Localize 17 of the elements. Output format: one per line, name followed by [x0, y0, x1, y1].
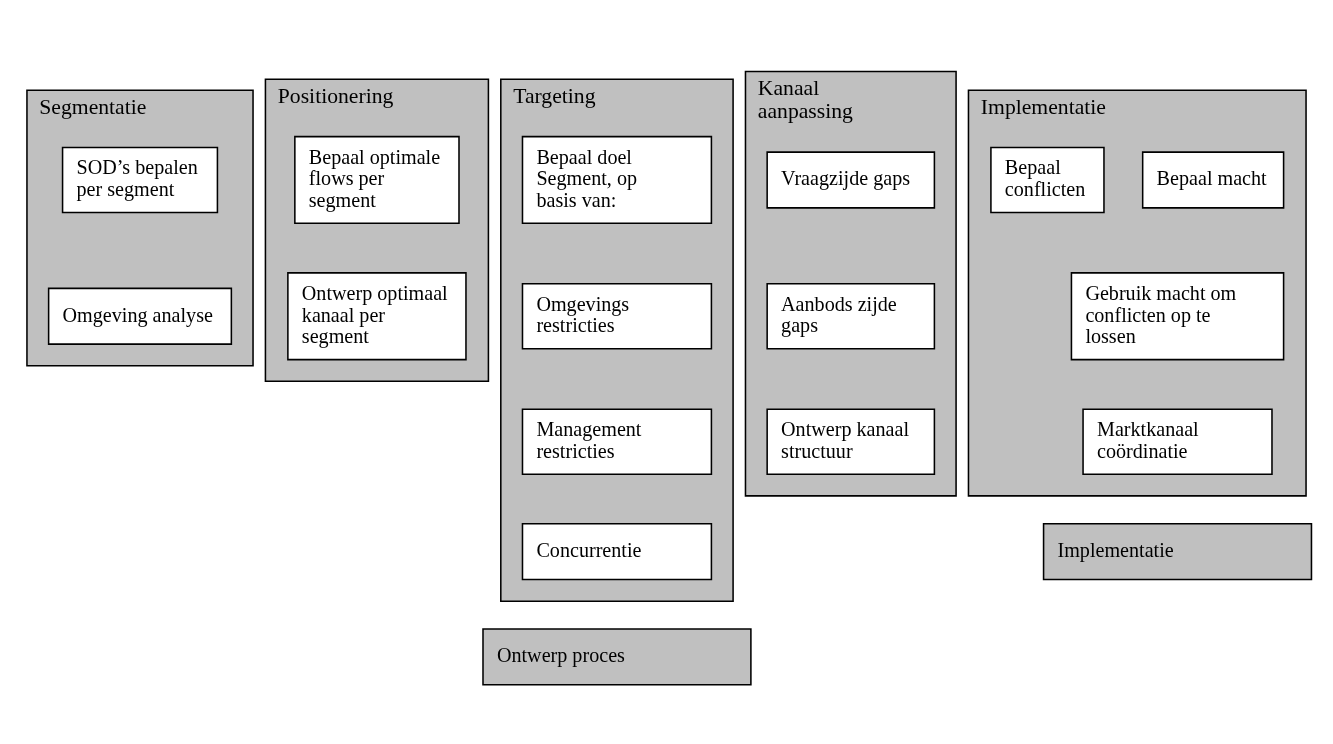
node-box: Bepaal doel Segment, op basis van: [521, 135, 713, 225]
node-box: Gebruik macht om conflicten op te lossen [1070, 272, 1285, 361]
node-box: Implementatie [1042, 523, 1313, 581]
node-box: Ontwerp kanaal structuur [766, 408, 936, 475]
node-box: Bepaal macht [1141, 151, 1285, 209]
node-box: Concurrentie [521, 523, 713, 581]
node-box: SOD’s bepalen per segment [61, 146, 219, 214]
node-box: Bepaal conflicten [990, 146, 1105, 214]
node-box: Omgevings restricties [521, 282, 713, 350]
node-box: Bepaal optimale flows per segment [294, 135, 460, 225]
node-box: Omgeving analyse [47, 287, 233, 345]
node-box: Vraagzijde gaps [766, 151, 936, 209]
node-box: Management restricties [521, 408, 713, 475]
node-box: Ontwerp optimaal kanaal per segment [287, 272, 467, 361]
node-box: Ontwerp proces [482, 628, 752, 686]
node-box: Aanbods zijde gaps [766, 282, 936, 350]
node-box: Marktkanaal coördinatie [1082, 408, 1273, 475]
